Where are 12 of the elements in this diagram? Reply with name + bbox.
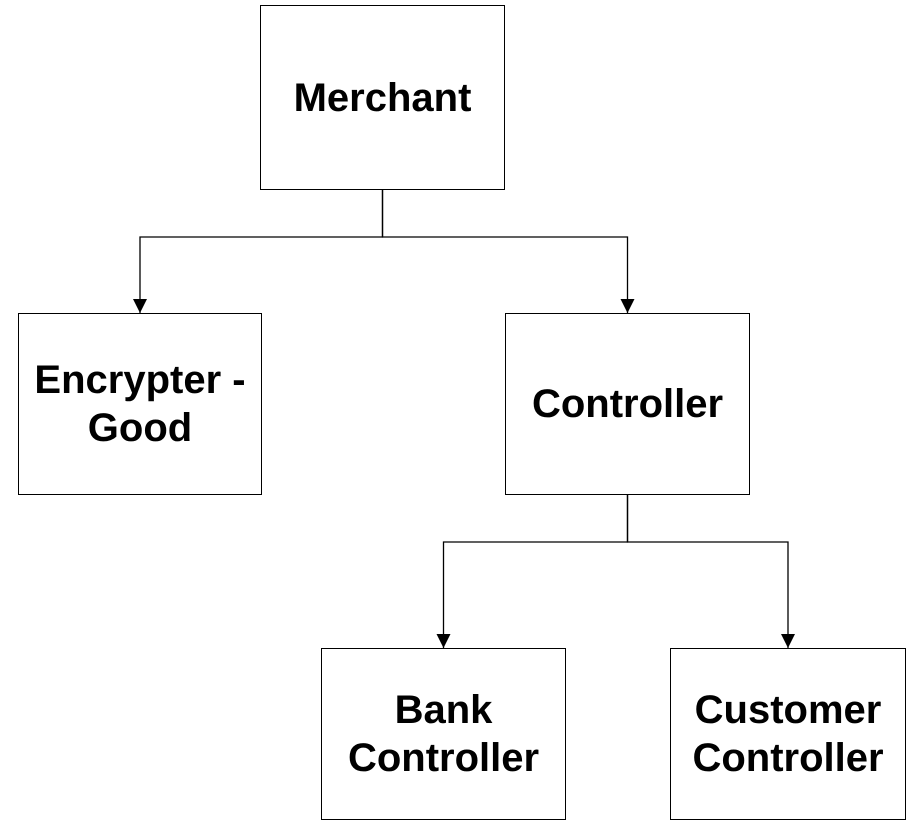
- box-label: Controller: [532, 381, 724, 428]
- box-label: Encrypter -Good: [33, 357, 247, 452]
- process-box: [505, 313, 750, 495]
- process-box: [670, 648, 906, 820]
- arrow: [382, 190, 634, 313]
- process-box: [321, 648, 566, 820]
- box-label: Merchant: [294, 74, 472, 122]
- process-box: [18, 313, 262, 495]
- process-box: [260, 5, 505, 190]
- arrow: [626, 495, 795, 648]
- box-label: Bank Controller: [346, 687, 540, 782]
- box-label: Customer Controller: [691, 687, 885, 782]
